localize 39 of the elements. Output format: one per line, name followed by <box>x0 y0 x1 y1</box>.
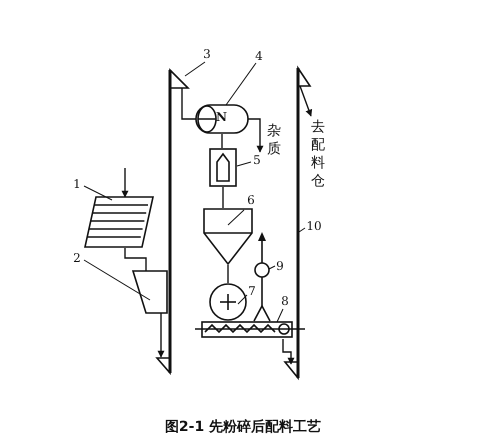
pole-label: N <box>216 110 227 124</box>
vertical-label: 杂质 <box>265 122 283 162</box>
arrow <box>122 168 128 198</box>
elevator-drawing <box>155 68 191 374</box>
arrow <box>158 313 164 358</box>
connector-line <box>222 187 224 208</box>
figure-caption: 图2-1 先粉碎后配料工艺 <box>164 418 322 436</box>
leader-line <box>236 162 252 166</box>
leader-line <box>228 210 244 226</box>
connector-line <box>124 248 147 271</box>
connector-line <box>221 134 223 148</box>
callout-number: 3 <box>200 46 214 62</box>
callout-number: 9 <box>274 258 286 274</box>
connector-line <box>181 88 196 120</box>
separator-drawing <box>209 148 237 187</box>
screen-drawing <box>84 196 154 248</box>
leader-line <box>268 266 276 270</box>
leader-line <box>276 308 284 322</box>
dust-collector-drawing <box>253 231 271 322</box>
callout-number: 4 <box>252 48 266 64</box>
leader-line <box>238 294 248 304</box>
callout-number: 6 <box>244 192 258 208</box>
mill-drawing <box>208 283 248 321</box>
callout-number: 1 <box>70 176 84 192</box>
conveyor-drawing <box>194 321 306 339</box>
callout-number: 7 <box>245 283 259 299</box>
leader-line <box>84 186 112 200</box>
vertical-label: 去配料仓 <box>309 118 327 196</box>
callout-number: 5 <box>250 152 264 168</box>
cyclone-drawing <box>203 208 253 265</box>
magnet-drawing <box>195 104 249 134</box>
leader-line <box>226 62 256 106</box>
feeder-drawing <box>132 270 168 314</box>
callout-number: 10 <box>304 218 324 234</box>
leader-line <box>184 62 206 76</box>
connector-line <box>227 265 229 283</box>
arrow <box>248 118 264 153</box>
callout-number: 2 <box>70 250 84 266</box>
leader-line <box>84 260 150 300</box>
